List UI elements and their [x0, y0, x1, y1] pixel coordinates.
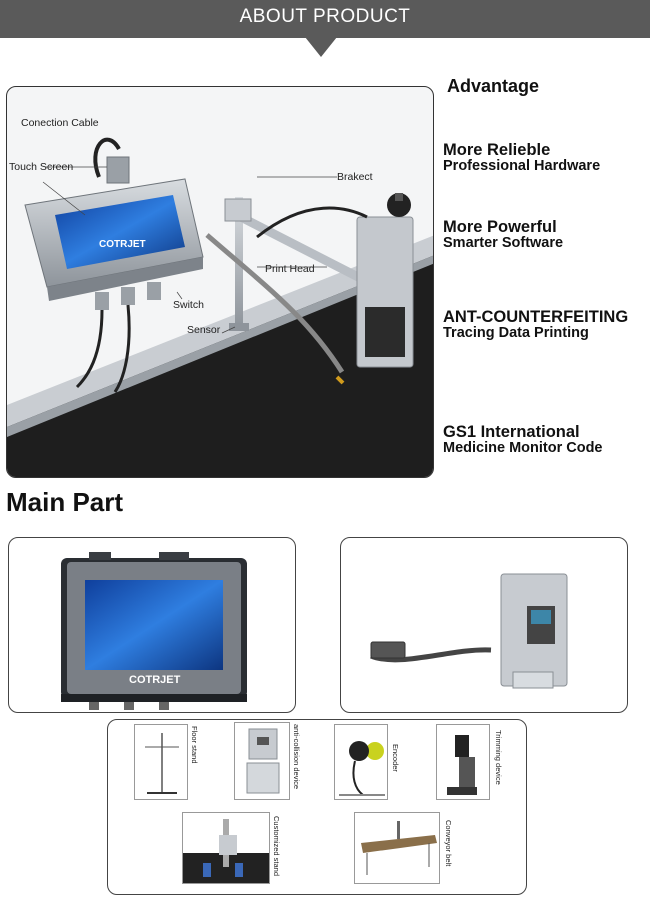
advantage-title: ANT-COUNTERFEITING: [443, 308, 629, 326]
banner-notch: [305, 37, 337, 57]
encoder-thumbnail: [334, 724, 388, 800]
header-banner: ABOUT PRODUCT: [0, 0, 650, 38]
accessory-label: Floor stand: [190, 726, 199, 764]
controller-brand: COTRJET: [129, 674, 181, 686]
conveyor-belt-thumbnail: [354, 812, 440, 884]
printer-illustration: [7, 137, 433, 477]
advantage-item: More Powerful Smarter Software: [443, 219, 648, 251]
accessory-label: Customized stand: [272, 816, 281, 877]
advantage-subtitle: Tracing Data Printing: [443, 325, 589, 341]
controller-panel: COTRJET: [8, 537, 296, 713]
callout-bracket: Brakect: [337, 171, 373, 183]
advantage-item: GS1 International Medicine Monitor Code: [443, 424, 648, 456]
accessories-panel: Floor stand anti-collision device Encode…: [107, 719, 527, 895]
print-head-illustration: [370, 573, 568, 689]
trimming-device-thumbnail: [436, 724, 490, 800]
callout-print-head: Print Head: [265, 263, 315, 275]
customized-stand-thumbnail: [182, 812, 270, 884]
page-title: ABOUT PRODUCT: [239, 6, 411, 27]
accessory-label: anti-collision device: [292, 724, 301, 790]
main-part-heading: Main Part: [6, 487, 124, 517]
advantage-item: ANT-COUNTERFEITING Tracing Data Printing: [443, 309, 648, 341]
accessory-label: Trimming device: [494, 730, 503, 785]
floor-stand-thumbnail: [134, 724, 188, 800]
callout-touch-screen: Touch Screen: [9, 161, 74, 173]
advantage-title: GS1 International: [443, 423, 580, 441]
callout-switch: Switch: [173, 299, 204, 311]
advantage-subtitle: Smarter Software: [443, 235, 564, 251]
advantage-title: More Relieble: [443, 141, 551, 159]
accessory-label: Conveyor belt: [444, 820, 453, 867]
anti-collision-thumbnail: [234, 722, 290, 800]
advantage-subtitle: Professional Hardware: [443, 158, 601, 174]
advantage-subtitle: Medicine Monitor Code: [443, 440, 603, 456]
advantage-title: More Powerful: [443, 218, 557, 236]
advantage-heading: Advantage: [447, 76, 540, 96]
hero-product-image: COTRJET Conection Cable Touch Screen Bra…: [6, 86, 434, 478]
controller-brand-label: COTRJET: [99, 239, 146, 250]
callout-connection-cable: Conection Cable: [21, 117, 99, 129]
controller-illustration: [61, 552, 247, 710]
callout-sensor: Sensor: [187, 324, 221, 336]
print-head-panel: [340, 537, 628, 713]
advantage-item: More Relieble Professional Hardware: [443, 142, 648, 174]
accessory-label: Encoder: [391, 744, 400, 772]
